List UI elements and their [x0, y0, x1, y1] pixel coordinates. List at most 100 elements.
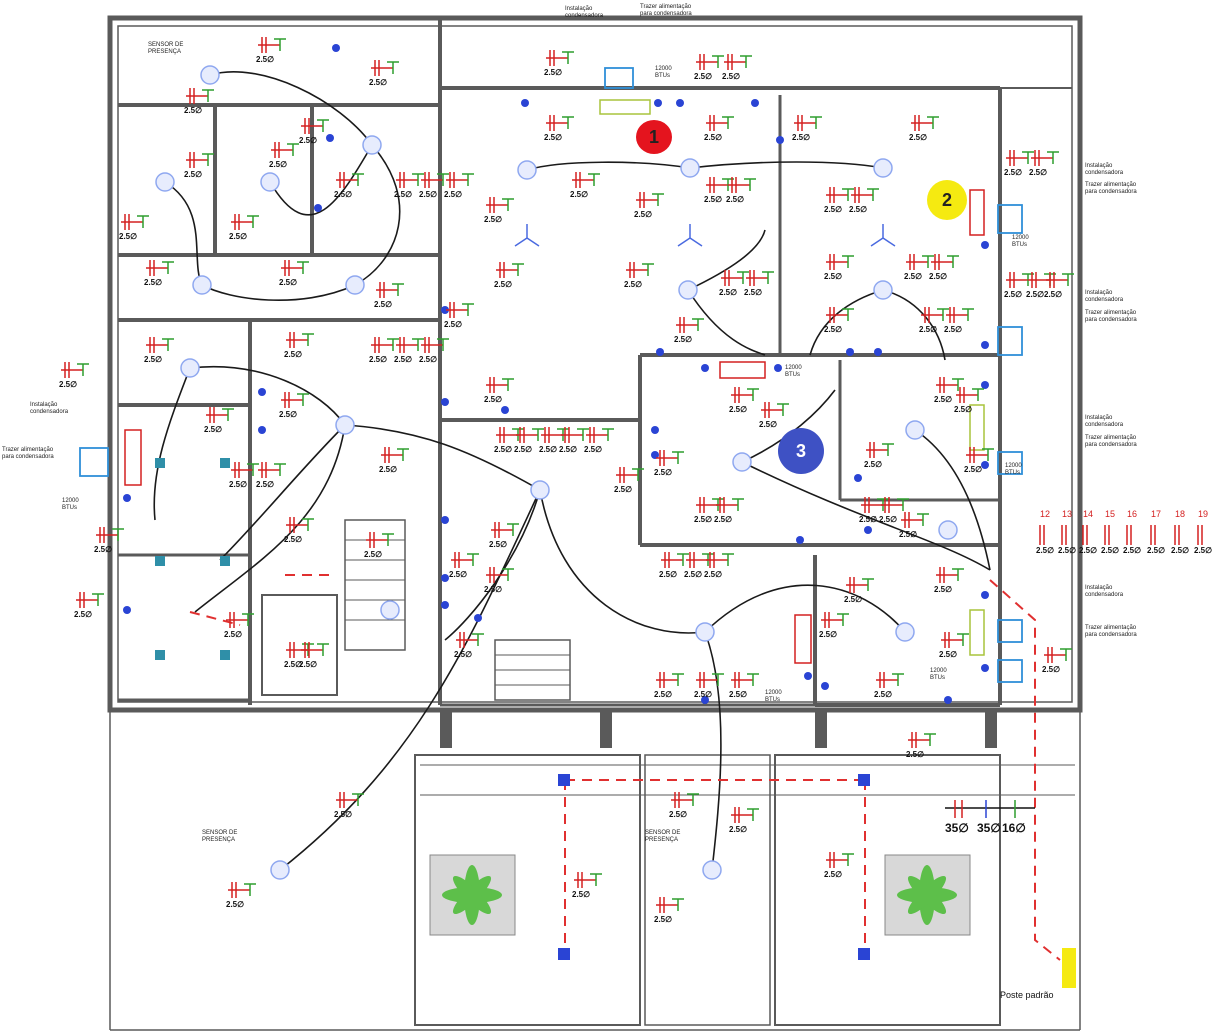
- outlet-symbol: [516, 427, 544, 443]
- outlet-symbol: [76, 592, 104, 608]
- outlet-symbol: [1039, 525, 1045, 545]
- outlet-symbol: [1044, 647, 1072, 663]
- gauge-label: 2.5∅: [964, 465, 982, 474]
- outlet-symbol: [586, 427, 614, 443]
- ac-capacity-note: 12000 BTUs: [62, 498, 79, 511]
- outlet-symbol: [866, 442, 894, 458]
- gauge-label: 2.5∅: [726, 195, 744, 204]
- gauge-label: 2.5∅: [299, 660, 317, 669]
- condenser-power-note: Trazer alimentação para condensadora: [2, 447, 54, 460]
- outlet-symbol: [61, 362, 89, 378]
- air-conditioner-units: [124, 99, 985, 664]
- gauge-label: 2.5∅: [369, 78, 387, 87]
- wiring-curves: [153, 71, 991, 871]
- outlet-symbol: [486, 197, 514, 213]
- gauge-label: 2.5∅: [1042, 665, 1060, 674]
- outlet-symbol: [381, 447, 409, 463]
- outlet-symbol: [281, 260, 309, 276]
- outlet-symbol: [258, 37, 286, 53]
- gauge-label: 2.5∅: [704, 570, 722, 579]
- gauge-label: 2.5∅: [694, 690, 712, 699]
- circuit-number: 17: [1151, 509, 1161, 519]
- outlet-symbol: [1006, 272, 1034, 288]
- gauge-label: 2.5∅: [1036, 546, 1054, 555]
- gauge-label: 2.5∅: [824, 325, 842, 334]
- gauge-label: 2.5∅: [654, 690, 672, 699]
- condenser-install-note: Instalação condensadora: [1085, 585, 1124, 598]
- garden-planters: [429, 854, 971, 936]
- outlet-symbol: [671, 792, 699, 808]
- outlet-symbol: [146, 260, 174, 276]
- gauge-label: 2.5∅: [204, 425, 222, 434]
- gauge-label: 2.5∅: [379, 465, 397, 474]
- gauge-label: 2.5∅: [229, 480, 247, 489]
- ac-capacity-note: 12000 BTUs: [785, 365, 802, 378]
- ac-capacity-note: 12000 BTUs: [655, 66, 672, 79]
- main-feed-gauge: 16∅: [1002, 821, 1026, 835]
- condenser-power-note: Trazer alimentação para condensadora: [1085, 310, 1137, 323]
- outlet-symbol: [1104, 525, 1110, 545]
- outlet-symbol: [421, 337, 449, 353]
- gauge-label: 2.5∅: [859, 515, 877, 524]
- outlet-symbol: [761, 402, 789, 418]
- outlet-symbol: [486, 567, 514, 583]
- outlet-symbol: [724, 54, 752, 70]
- main-feed: 35∅35∅16∅: [945, 800, 1035, 835]
- gauge-label: 2.5∅: [119, 232, 137, 241]
- gauge-label: 2.5∅: [824, 272, 842, 281]
- outlet-symbol: [336, 172, 364, 188]
- outlet-symbol: [228, 882, 256, 898]
- gauge-label: 2.5∅: [684, 570, 702, 579]
- outlet-symbol: [696, 672, 724, 688]
- gauge-label: 2.5∅: [539, 445, 557, 454]
- circuit-number: 19: [1198, 509, 1208, 519]
- circuit-number: 14: [1083, 509, 1093, 519]
- outlet-symbol: [491, 522, 519, 538]
- condenser-power-note: Trazer alimentação para condensadora: [640, 4, 692, 17]
- gauge-label: 2.5∅: [694, 515, 712, 524]
- outlet-symbol: [486, 377, 514, 393]
- outlet-symbol: [396, 172, 424, 188]
- gauge-label: 2.5∅: [904, 272, 922, 281]
- condenser-install-note: Instalação condensadora: [30, 402, 69, 415]
- outlet-symbol: [946, 307, 974, 323]
- gauge-label: 2.5∅: [634, 210, 652, 219]
- gauge-label: 2.5∅: [659, 570, 677, 579]
- outlet-symbol: [794, 115, 822, 131]
- outlet-symbol: [696, 497, 724, 513]
- gauge-label: 2.5∅: [494, 445, 512, 454]
- gauge-label: 2.5∅: [614, 485, 632, 494]
- gauge-label: 2.5∅: [819, 630, 837, 639]
- gauge-label: 2.5∅: [704, 195, 722, 204]
- gauge-label: 2.5∅: [269, 160, 287, 169]
- outlet-symbol: [906, 254, 934, 270]
- outlet-symbol: [271, 142, 299, 158]
- outlet-symbol: [876, 672, 904, 688]
- main-feed-gauge: 35∅: [945, 821, 969, 835]
- outlet-symbol: [966, 447, 994, 463]
- outlet-symbols: [61, 37, 1203, 913]
- gauge-label: 2.5∅: [1044, 290, 1062, 299]
- marker-2-label: 2: [941, 189, 952, 210]
- gauge-label: 2.5∅: [94, 545, 112, 554]
- gauge-label: 2.5∅: [544, 68, 562, 77]
- gauge-label: 2.5∅: [719, 288, 737, 297]
- gauge-label: 2.5∅: [934, 395, 952, 404]
- gauge-label: 2.5∅: [792, 133, 810, 142]
- outlet-symbol: [281, 392, 309, 408]
- gauge-label: 2.5∅: [224, 630, 242, 639]
- gauge-label: 2.5∅: [939, 650, 957, 659]
- ceiling-fans: [514, 224, 896, 247]
- pole-label: Poste padrão: [1000, 990, 1054, 1000]
- gauge-label: 2.5∅: [256, 480, 274, 489]
- outlet-symbol: [231, 462, 259, 478]
- outlet-symbol: [376, 282, 404, 298]
- gauge-label: 2.5∅: [909, 133, 927, 142]
- outlet-symbol: [716, 497, 744, 513]
- outlet-symbol: [286, 517, 314, 533]
- gauge-label: 2.5∅: [364, 550, 382, 559]
- gauge-label: 2.5∅: [494, 280, 512, 289]
- gauge-label: 2.5∅: [824, 205, 842, 214]
- gauge-label: 2.5∅: [944, 325, 962, 334]
